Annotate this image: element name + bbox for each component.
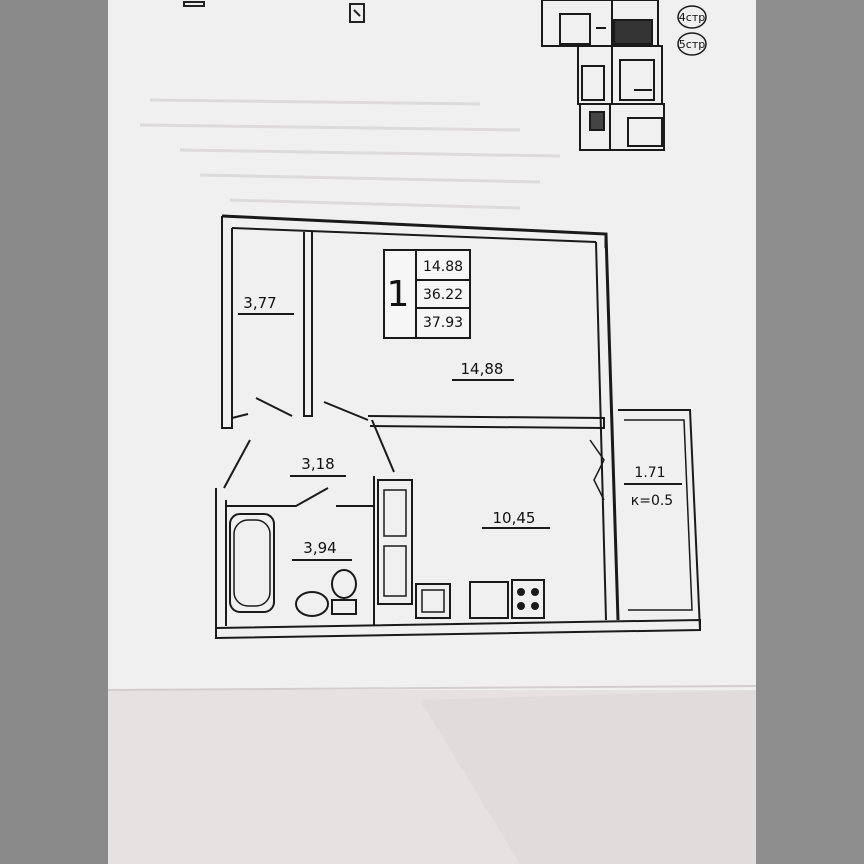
bathroom-wall-right bbox=[336, 476, 375, 626]
toilet bbox=[331, 569, 357, 599]
living-room-area-label: 14,88 bbox=[461, 360, 504, 378]
balcony-inner bbox=[624, 419, 693, 611]
outer-wall-top-inner bbox=[231, 227, 597, 243]
living-kitchen-wall bbox=[367, 415, 605, 430]
rooms-count: 1 bbox=[387, 274, 410, 315]
stove-burners bbox=[517, 588, 539, 610]
floor-plan bbox=[215, 214, 701, 640]
kitchen-area-label: 10,45 bbox=[493, 509, 536, 527]
total-area-value: 36.22 bbox=[423, 287, 463, 303]
bathroom-area-label: 3,94 bbox=[303, 539, 336, 557]
bathroom-top-wall bbox=[226, 487, 329, 507]
floor-tag-1: 4стр bbox=[677, 5, 707, 29]
toilet-tank bbox=[331, 599, 357, 615]
kitchen-counter bbox=[469, 581, 509, 619]
floor-tag-2-text: 5стр bbox=[679, 38, 705, 51]
background-left bbox=[0, 0, 108, 864]
floor-tag-2: 5стр bbox=[677, 32, 707, 56]
kitchen-door-swing bbox=[371, 419, 395, 473]
bathtub-inner bbox=[233, 519, 271, 607]
shadow bbox=[420, 690, 756, 864]
kitchen-sink bbox=[415, 583, 451, 619]
outer-wall-left bbox=[221, 216, 233, 429]
fridge-cabinet-inner bbox=[383, 489, 407, 597]
top-fragment-left bbox=[183, 1, 205, 7]
closet-door-swing bbox=[255, 397, 293, 417]
faint-text-bleed bbox=[139, 98, 561, 210]
closet-door-arc-end bbox=[231, 413, 249, 419]
floor-tag-1-text: 4стр bbox=[679, 11, 705, 24]
outer-wall-right-inner bbox=[595, 241, 607, 621]
closet-wall bbox=[303, 232, 313, 417]
paper-fold-line bbox=[107, 685, 757, 691]
bathtub bbox=[229, 513, 275, 613]
balcony-outline bbox=[618, 409, 701, 631]
balcony-door-notch bbox=[589, 439, 605, 501]
stove bbox=[511, 579, 545, 619]
balcony-area-label: 1.71 bbox=[634, 465, 665, 481]
living-door-swing bbox=[323, 401, 369, 421]
kitchen-sink-inner bbox=[421, 589, 445, 613]
area-with-balcony-value: 37.93 bbox=[423, 315, 463, 331]
background-right bbox=[756, 0, 864, 864]
outer-wall-right bbox=[604, 233, 620, 621]
hallway-area-label: 3,18 bbox=[301, 455, 334, 473]
hallway-door-swing bbox=[223, 439, 251, 489]
fridge-cabinet bbox=[377, 479, 413, 605]
apartment-info-box: 1 14.88 36.22 37.93 bbox=[383, 249, 471, 339]
top-fragment-mid bbox=[349, 3, 365, 23]
bathroom-sink bbox=[295, 591, 329, 617]
key-plan bbox=[541, 0, 665, 151]
balcony-coefficient-label: к=0.5 bbox=[631, 493, 673, 509]
closet-area-label: 3,77 bbox=[243, 294, 276, 312]
living-area-value: 14.88 bbox=[423, 259, 463, 275]
outer-wall-lower-left bbox=[215, 488, 227, 638]
